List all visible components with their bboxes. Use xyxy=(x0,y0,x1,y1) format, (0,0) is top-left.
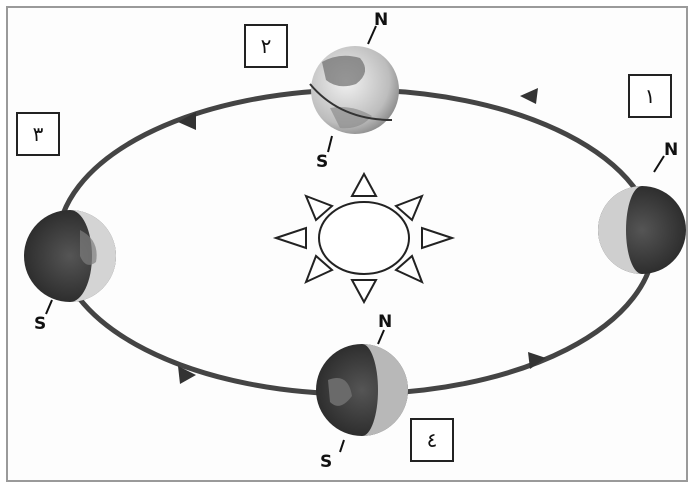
earth-icon xyxy=(598,156,686,274)
position-label-1: ١ xyxy=(628,74,672,118)
south-pole-label-4: S xyxy=(320,452,332,472)
position-label-3: ٣ xyxy=(16,112,60,156)
north-pole-label-2: N xyxy=(374,10,388,30)
south-pole-label-2: S xyxy=(316,152,328,172)
position-label-2: ٢ xyxy=(244,24,288,68)
north-pole-label-1: N xyxy=(664,140,678,160)
orbit-arrow-icon xyxy=(520,88,538,104)
earth-icon xyxy=(24,210,116,314)
sun-icon xyxy=(276,174,452,302)
position-label-4: ٤ xyxy=(410,418,454,462)
earth-icon xyxy=(316,330,408,452)
south-pole-label-3: S xyxy=(34,314,46,334)
north-pole-label-4: N xyxy=(378,312,392,332)
earth-icon xyxy=(310,26,399,152)
